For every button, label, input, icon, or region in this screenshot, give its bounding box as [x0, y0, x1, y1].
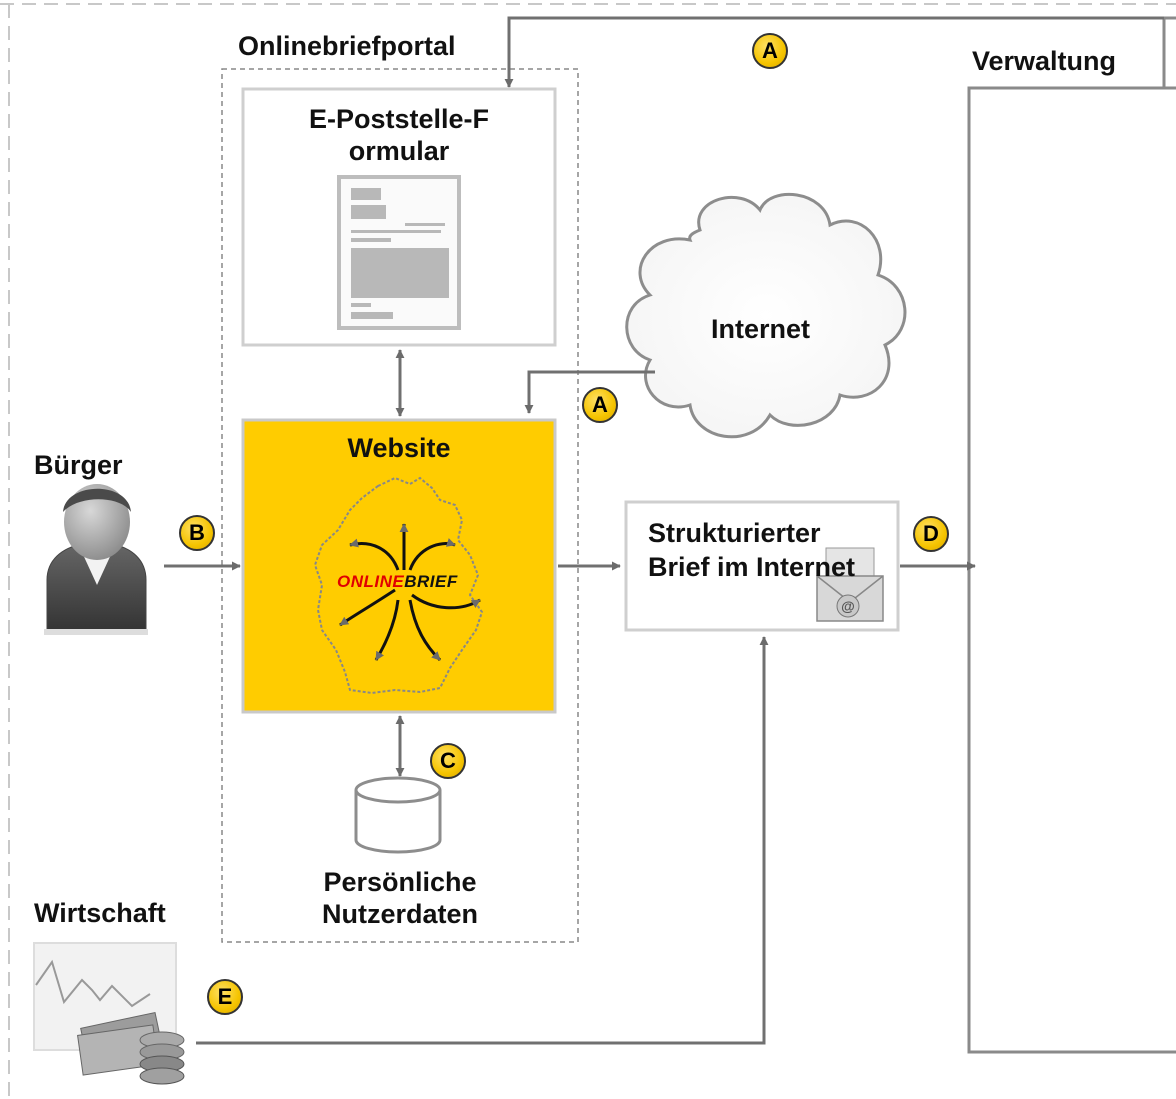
badge-a-internet: A	[582, 387, 618, 423]
connector-a-top	[504, 16, 1164, 88]
germany-map-icon	[313, 476, 484, 695]
nutzerdaten-label: Persönliche Nutzerdaten	[321, 867, 478, 929]
map-arrows	[339, 523, 481, 662]
logo-part-online: ONLINE	[337, 572, 405, 591]
buerger-label: Bürger	[34, 450, 123, 480]
badge-c: C	[430, 743, 466, 779]
verwaltung-corner	[1162, 16, 1176, 88]
brief-label: Strukturierter Brief im Internet	[648, 518, 856, 582]
cloud-icon	[625, 193, 907, 439]
portal-title: Onlinebriefportal	[238, 31, 456, 61]
document-form-icon	[337, 175, 461, 330]
connector-wirtschaft-brief	[196, 636, 769, 1045]
website-box	[241, 418, 557, 714]
person-icon	[44, 484, 148, 635]
connector-internet-website	[524, 370, 655, 414]
onlinebrief-logo: ONLINEBRIEF	[337, 572, 458, 592]
chart-money-icon	[33, 942, 185, 1085]
badge-b: B	[179, 515, 215, 551]
wirtschaft-label: Wirtschaft	[34, 898, 166, 928]
portal-boundary	[221, 68, 579, 943]
svg-text:@: @	[841, 598, 855, 614]
outer-frame	[0, 3, 1176, 1099]
form-title-text: E-Poststelle-Formular	[308, 104, 490, 166]
website-title: Website	[347, 433, 451, 463]
internet-label: Internet	[711, 314, 811, 344]
database-icon	[354, 776, 442, 854]
verwaltung-box	[967, 86, 1176, 1054]
badge-a-top: A	[752, 33, 788, 69]
badge-e: E	[207, 979, 243, 1015]
badge-d: D	[913, 516, 949, 552]
logo-part-brief: BRIEF	[404, 572, 458, 591]
verwaltung-title: Verwaltung	[972, 46, 1117, 76]
email-envelope-icon: @	[816, 547, 884, 622]
form-title: E-Poststelle-Formular	[243, 103, 555, 167]
